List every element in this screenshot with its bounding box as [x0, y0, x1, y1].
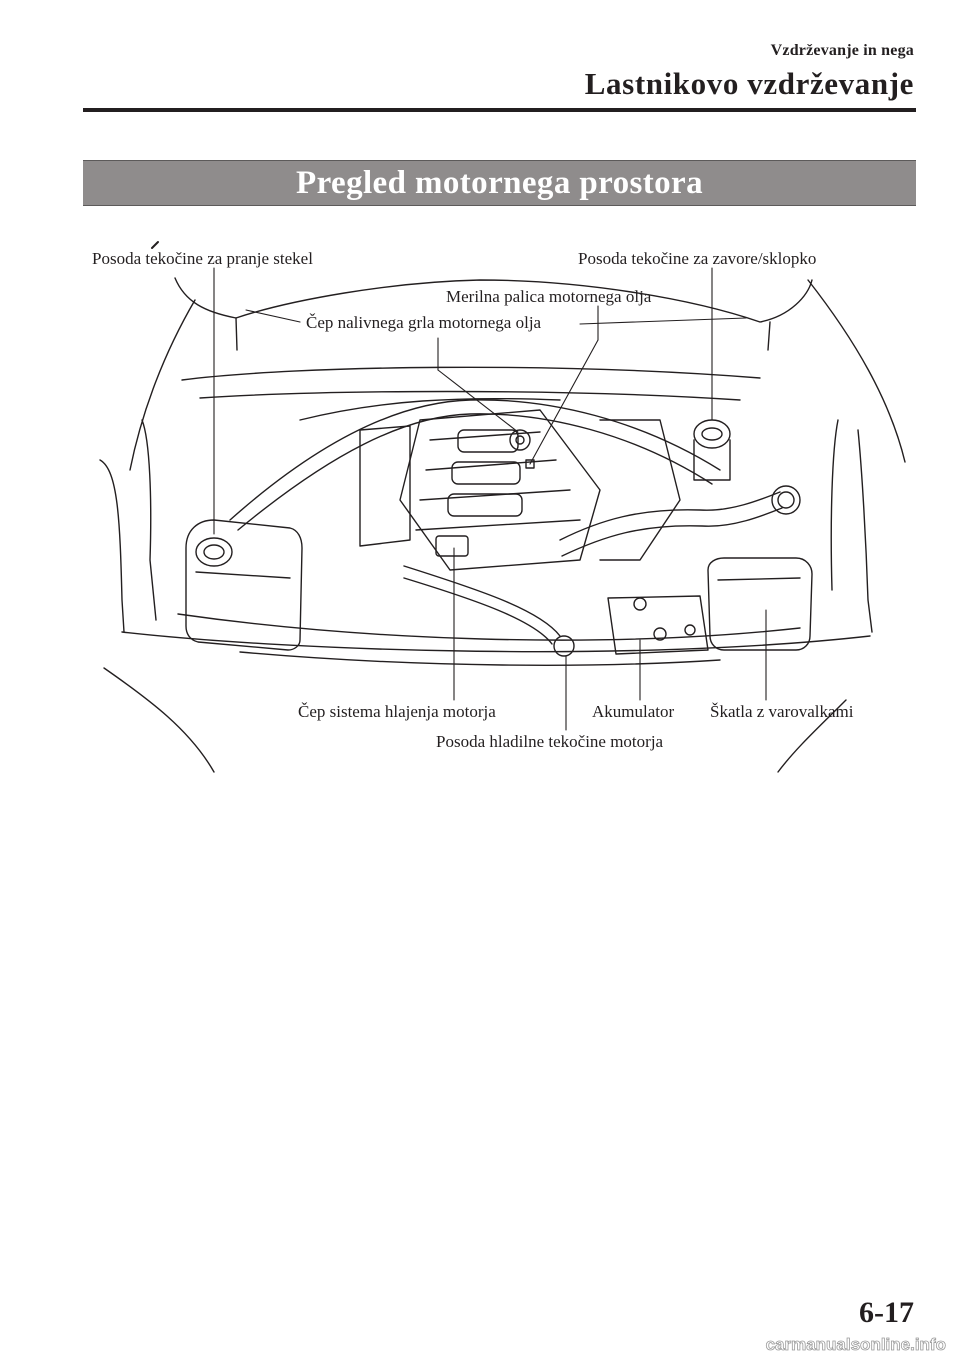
- callout-brake-clutch-reservoir: Posoda tekočine za zavore/sklopko: [578, 249, 817, 268]
- watermark-logo: carmanualsonline.info: [765, 1335, 946, 1355]
- callout-fuse-box: Škatla z varovalkami: [710, 702, 854, 721]
- svg-text:carmanualsonline.info: carmanualsonline.info: [766, 1335, 946, 1354]
- firewall: [181, 366, 761, 421]
- callout-battery: Akumulator: [592, 702, 675, 721]
- callout-oil-filler-cap: Čep nalivnega grla motornega olja: [306, 313, 542, 332]
- body-sides: [99, 419, 873, 666]
- front-bumper: [103, 667, 847, 773]
- section-title: Pregled motornega prostora: [296, 164, 703, 201]
- section-header: Vzdrževanje in nega: [770, 42, 914, 59]
- intake-hose: [559, 485, 801, 557]
- chapter-title: Lastnikovo vzdrževanje: [584, 66, 914, 101]
- callout-cooling-cap: Čep sistema hlajenja motorja: [298, 702, 496, 721]
- callout-washer-reservoir: Posoda tekočine za pranje stekel: [92, 249, 313, 268]
- fuse-box: [707, 557, 813, 651]
- page-number: 6-17: [859, 1296, 914, 1329]
- section-banner: Pregled motornega prostora: [83, 160, 916, 206]
- brake-reservoir: [693, 419, 731, 481]
- callout-coolant-reservoir: Posoda hladilne tekočine motorja: [436, 732, 664, 751]
- battery: [607, 595, 709, 655]
- callout-dipstick: Merilna palica motornega olja: [446, 287, 652, 306]
- strut-brace: [229, 399, 721, 531]
- leader-lines: [213, 267, 767, 731]
- washer-reservoir: [185, 519, 303, 651]
- engine-bay-illustration: [99, 241, 906, 773]
- header-rule: [83, 108, 916, 112]
- engine-block: [359, 409, 681, 571]
- coolant-parts: [403, 535, 575, 657]
- hood-outline: [129, 241, 906, 471]
